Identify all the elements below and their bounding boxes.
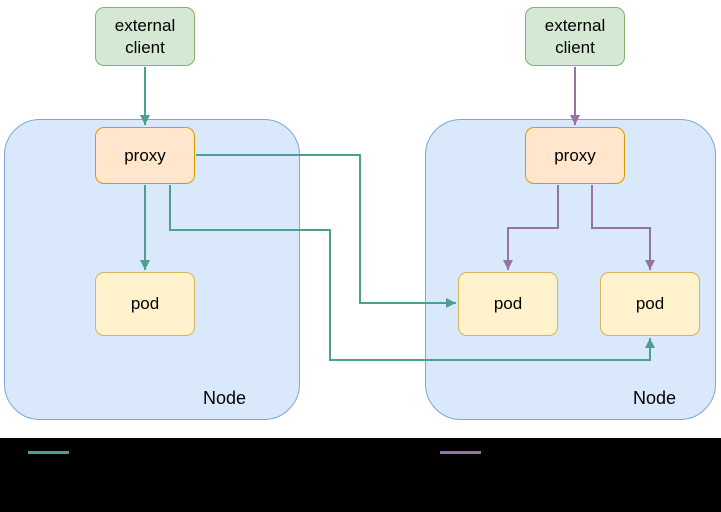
external-client-box-right: external client	[525, 7, 625, 66]
pod-label-right-2: pod	[635, 294, 665, 314]
pod-box-right-1: pod	[458, 272, 558, 336]
pod-label-right-1: pod	[493, 294, 523, 314]
node-label-right: Node	[633, 388, 677, 408]
external-client-box-left: external client	[95, 7, 195, 66]
external-client-label-right: external client	[544, 16, 606, 57]
legend-purple-line-swatch	[440, 451, 481, 454]
external-client-label-left: external client	[114, 16, 176, 57]
proxy-label-left: proxy	[124, 145, 166, 165]
proxy-box-right: proxy	[525, 127, 625, 184]
pod-label-left: pod	[130, 294, 160, 314]
proxy-box-left: proxy	[95, 127, 195, 184]
pod-box-left: pod	[95, 272, 195, 336]
proxy-label-right: proxy	[554, 145, 596, 165]
legend-bar	[0, 438, 721, 512]
node-label-left: Node	[203, 388, 247, 408]
legend-teal-line-swatch	[28, 451, 69, 454]
pod-box-right-2: pod	[600, 272, 700, 336]
